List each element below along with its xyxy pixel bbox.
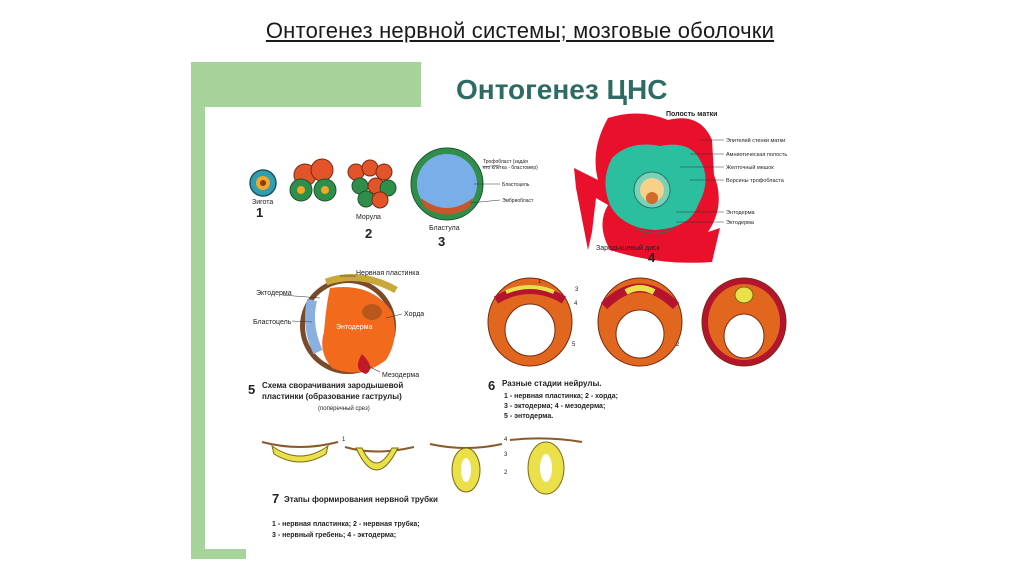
stage7-caption-line1: 1 - нервная пластинка; 2 - нервная трубк… bbox=[272, 520, 420, 528]
notochord-label: Хорда bbox=[404, 311, 424, 318]
frame-accent-bottom bbox=[191, 549, 246, 559]
blastula-label: Бластула bbox=[429, 225, 460, 232]
frame-accent-top bbox=[191, 62, 421, 107]
neural-plate-label: Нервная пластинка bbox=[356, 270, 420, 277]
ectoderm-label: Эктодерма bbox=[726, 220, 755, 226]
stage4-number: 4 bbox=[648, 250, 656, 265]
figure-heading: Онтогенез ЦНС bbox=[456, 74, 667, 105]
stage1-number: 1 bbox=[256, 205, 263, 220]
mesoderm-label: Мезодерма bbox=[382, 372, 419, 379]
stage7-number: 7 bbox=[272, 491, 279, 506]
blastocoel-label: Бластоцель bbox=[502, 182, 530, 188]
neurula-mark-4: 4 bbox=[574, 301, 578, 307]
gastrula-endoderm-label: Энтодерма bbox=[336, 324, 372, 331]
neurula-mark-5: 5 bbox=[572, 342, 576, 348]
tube-mark-4: 4 bbox=[504, 437, 508, 443]
trophoblast-villi-label: Ворсины трофобласта bbox=[726, 178, 785, 184]
blastula-drawing bbox=[410, 147, 484, 221]
stage7-caption-line2: 3 - нервный гребень; 4 - эктодерма; bbox=[272, 531, 396, 539]
amniotic-cavity-label: Амниотическая полость bbox=[726, 152, 787, 158]
neurula-mark-2: 2 bbox=[676, 342, 680, 348]
frame-accent-left bbox=[191, 62, 205, 559]
stage6-number: 6 bbox=[488, 378, 495, 393]
stage3-number: 3 bbox=[438, 234, 445, 249]
stage6-caption-line1: 1 - нервная пластинка; 2 - хорда; bbox=[504, 393, 618, 400]
neurula-drawing-a bbox=[487, 277, 573, 367]
gastrula-blastocoel-label: Бластоцель bbox=[253, 319, 292, 326]
tube-mark-3: 3 bbox=[504, 452, 508, 458]
stage7-caption-title: Этапы формирования нервной трубки bbox=[284, 495, 438, 504]
stage2-number: 2 bbox=[365, 226, 372, 241]
neurula-drawing-c bbox=[701, 277, 787, 367]
stage5-caption-line3: (поперечный срез) bbox=[318, 405, 370, 412]
trophoblast-label: Трофобласт (зада́я bbox=[483, 159, 528, 165]
yolk-sac-label: Желточный мешок bbox=[726, 164, 774, 171]
neural-tube-drawings bbox=[261, 437, 583, 495]
implantation-drawing bbox=[574, 113, 720, 263]
uterine-cavity-label: Полость матки bbox=[666, 111, 717, 118]
stage5-caption-line1: Схема сворачивания зародышевой bbox=[262, 381, 403, 390]
gastrula-ectoderm-label: Эктодерма bbox=[256, 290, 292, 297]
morula-label: Морула bbox=[356, 214, 381, 221]
neurula-mark-3: 3 bbox=[575, 287, 579, 293]
embryoblast-label: Эмбриобласт bbox=[502, 198, 534, 204]
stage5-number: 5 bbox=[248, 382, 255, 397]
germ-disc-label: Зародышевый диск bbox=[596, 244, 660, 252]
tube-mark-1: 1 bbox=[342, 437, 346, 443]
stage6-caption-title: Разные стадии нейрулы. bbox=[502, 379, 602, 388]
neurula-drawing-b bbox=[597, 277, 683, 367]
endoderm-label: Энтодерма bbox=[726, 210, 755, 216]
stage6-caption-line2: 3 - эктодерма; 4 - мезодерма; bbox=[504, 403, 605, 410]
uterus-epithelium-label: Эпителий стенки матки bbox=[726, 137, 785, 144]
zygote-label: Зигота bbox=[252, 199, 273, 206]
gastrulation-drawing bbox=[300, 274, 398, 374]
zygote-drawing bbox=[249, 169, 277, 197]
stage5-caption-line2: пластинки (образование гаструлы) bbox=[262, 392, 402, 401]
stage6-caption-line3: 5 - энтодерма. bbox=[504, 413, 553, 420]
tube-mark-2: 2 bbox=[504, 470, 508, 476]
morula-drawing bbox=[289, 158, 397, 209]
neurula-mark-1: 1 bbox=[538, 279, 542, 285]
trophoblast-label-2: его клетка - бластомер) bbox=[483, 165, 538, 171]
slide-title: Онтогенез нервной системы; мозговые обол… bbox=[265, 18, 775, 43]
